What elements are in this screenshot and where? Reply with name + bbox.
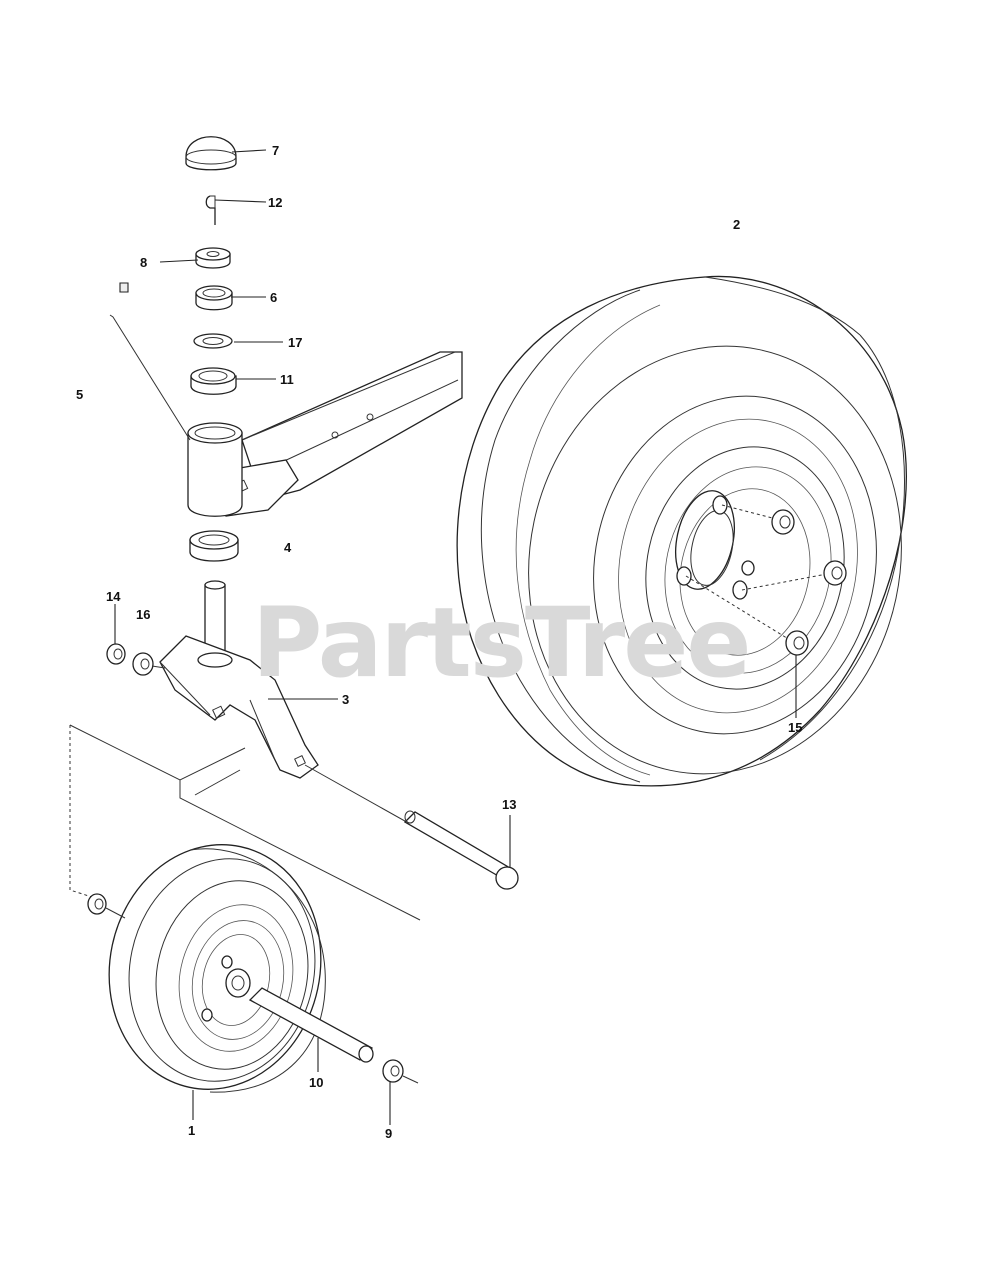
axle-spacer (248, 987, 374, 1063)
callout-label: 14 (106, 589, 121, 604)
caster-yoke (159, 580, 511, 881)
callout-label: 5 (76, 387, 83, 402)
large-drive-wheel (456, 275, 907, 787)
callout-label: 9 (385, 1126, 392, 1141)
caster-bolt (403, 810, 519, 890)
callout-leaders (114, 149, 797, 1125)
callout-label: 2 (733, 217, 740, 232)
callout-label: 8 (140, 255, 147, 270)
callout-label: 6 (270, 290, 277, 305)
lower-bearing (189, 530, 239, 562)
caster-wheel (108, 844, 326, 1093)
callout-label: 4 (284, 540, 292, 555)
callout-label: 13 (502, 797, 516, 812)
callout-label: 12 (268, 195, 282, 210)
spacer-washer (87, 893, 107, 915)
callout-label: 15 (788, 720, 802, 735)
upper-bearing (190, 367, 237, 395)
locknut (106, 643, 126, 665)
callout-label: 7 (272, 143, 279, 158)
callout-label: 11 (280, 372, 294, 387)
grease-fitting (119, 282, 129, 293)
bearing-seal (195, 285, 233, 311)
cotter-pin (205, 195, 216, 225)
callout-label: 3 (342, 692, 349, 707)
callout-label: 1 (188, 1123, 195, 1138)
callout-label: 17 (288, 335, 302, 350)
callout-label: 10 (309, 1075, 323, 1090)
lug-nut (771, 509, 795, 535)
callout-label: 16 (136, 607, 150, 622)
washer (193, 333, 233, 349)
lug-nut (785, 630, 809, 656)
lug-nut (823, 560, 847, 586)
flat-washer (132, 652, 154, 676)
frame-outline (69, 724, 421, 921)
dust-cap (185, 136, 237, 171)
bushing (382, 1059, 404, 1083)
watermark: PartsTree (252, 587, 749, 699)
nut (195, 247, 231, 269)
caster-arm-frame (109, 314, 463, 517)
